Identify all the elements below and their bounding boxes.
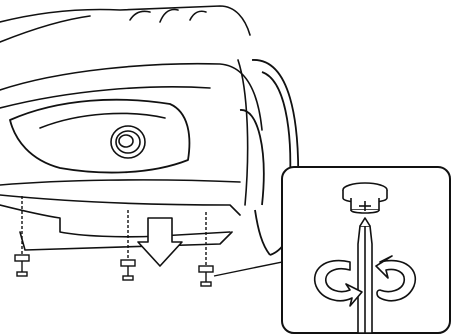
arrow-down-icon [138, 218, 182, 266]
screwdriver-icon [358, 218, 372, 333]
fog-lamp [111, 126, 145, 158]
screw-icon [15, 196, 213, 286]
front-bumper-body [0, 6, 262, 250]
leader-line [214, 215, 282, 276]
